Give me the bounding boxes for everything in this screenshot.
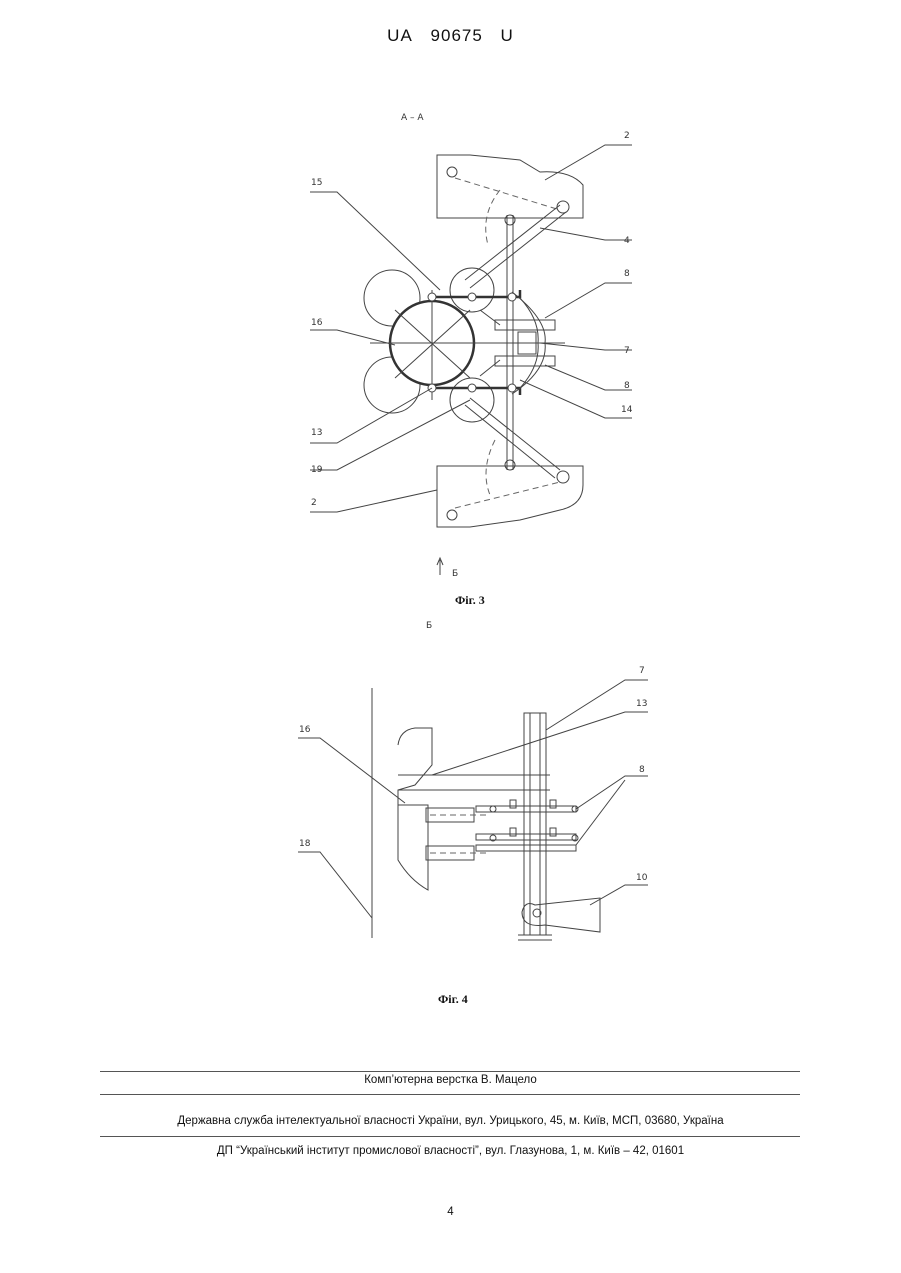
footer-rule-bottom (100, 1136, 800, 1137)
section-label: A – A (401, 113, 424, 123)
callout-16: 16 (311, 318, 323, 328)
page-number: 4 (0, 1206, 901, 1218)
figure-3-drawing: A – A Б (0, 0, 901, 620)
figure-3-caption: Фіг. 3 (455, 593, 485, 608)
callout-2-bottom: 2 (311, 498, 317, 508)
cylinder-upper (495, 320, 555, 330)
cylinder-lower (495, 356, 555, 366)
figure-4-drawing: Б 7 13 8 16 18 10 (0, 615, 901, 955)
callout-7: 7 (624, 346, 630, 356)
upright-post (524, 713, 546, 935)
cylinder-pair (426, 800, 578, 860)
callout-leaders-fig4 (298, 680, 648, 918)
callout-7: 7 (639, 666, 645, 676)
callout-10: 10 (636, 873, 648, 883)
footer-rule-middle (100, 1094, 800, 1095)
figure-4-caption: Фіг. 4 (438, 992, 468, 1007)
callout-15: 15 (311, 178, 322, 188)
layout-credit: Комп’ютерна верстка В. Мацело (0, 1074, 901, 1086)
callout-2-top: 2 (624, 131, 630, 141)
callout-8: 8 (639, 765, 645, 775)
callout-16: 16 (299, 725, 311, 735)
callout-13: 13 (311, 428, 322, 438)
callout-8-lower: 8 (624, 381, 630, 391)
agency-address: Державна служба інтелектуальної власност… (0, 1115, 901, 1127)
callout-14: 14 (621, 405, 633, 415)
callout-19: 19 (311, 465, 323, 475)
callout-13: 13 (636, 699, 647, 709)
view-arrow (437, 558, 443, 575)
footer-rule-top (100, 1071, 800, 1072)
institute-address: ДП “Український інститут промислової вла… (0, 1145, 901, 1157)
view-label-fig3: Б (452, 569, 458, 579)
upper-arm (465, 205, 566, 288)
callout-8-upper: 8 (624, 269, 630, 279)
lower-frame-member (437, 440, 583, 527)
callout-4: 4 (624, 236, 630, 246)
callout-18: 18 (299, 839, 311, 849)
view-label-fig4: Б (426, 621, 432, 631)
drum-body (398, 728, 432, 890)
